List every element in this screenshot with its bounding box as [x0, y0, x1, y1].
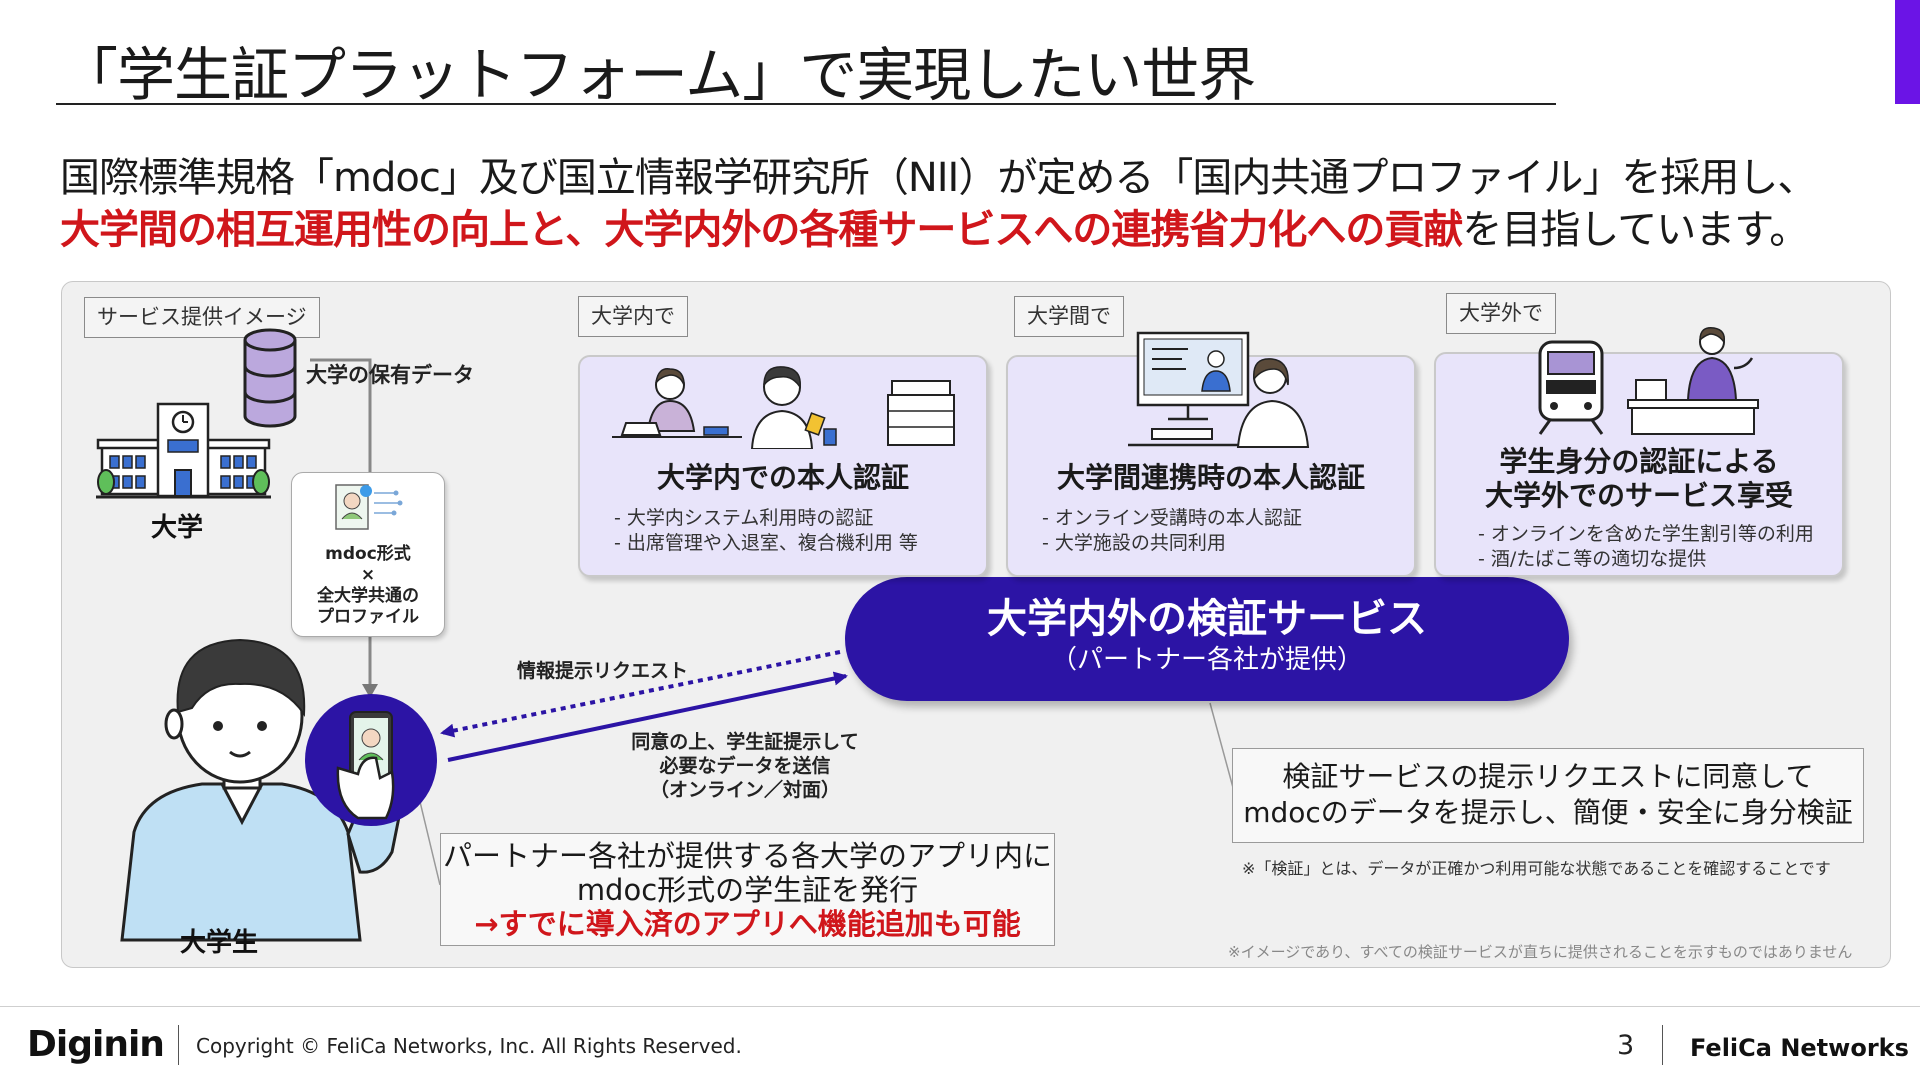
- online-lecture-icon: [1128, 331, 1310, 448]
- mdoc-card-line-2: ×: [360, 565, 376, 585]
- mdoc-card-line-1: mdoc形式: [325, 544, 411, 564]
- consent-line-1: 同意の上、学生証提示して: [631, 731, 859, 753]
- verify-note: 検証サービスの提示リクエストに同意して mdocのデータを提示し、簡便・安全に身…: [1232, 748, 1864, 843]
- footer-divider: [0, 1006, 1920, 1007]
- app-note-line-3: →すでに導入済のアプリへ機能追加も可能: [474, 907, 1021, 941]
- scene-card-on-campus-title: 大学内での本人認証: [656, 461, 909, 494]
- consent-label: 同意の上、学生証提示して 必要なデータを送信 （オンライン／対面）: [610, 730, 880, 802]
- scene-card-off-campus-title-line-1: 学生身分の認証による: [1499, 445, 1779, 478]
- verify-note-line-2: mdocのデータを提示し、簡便・安全に身分検証: [1243, 796, 1853, 829]
- verify-note-pointer: [1209, 702, 1236, 796]
- scene-bullet: - オンラインを含めた学生割引等の利用: [1478, 523, 1814, 545]
- footnote-image: ※イメージであり、すべての検証サービスが直ちに提供されることを示すものではありま…: [1228, 943, 1853, 961]
- tag-on-campus: 大学内で: [578, 296, 688, 337]
- train-and-shop-icon: [1538, 327, 1759, 435]
- id-card-icon: [335, 484, 403, 530]
- lead-text: 国際標準規格「mdoc」及び国立情報学研究所（NII）が定める「国内共通プロファ…: [60, 152, 1817, 256]
- footnote-verify: ※「検証」とは、データが正確かつ利用可能な状態であることを確認することです: [1242, 859, 1831, 878]
- scene-card-off-campus-title-line-2: 大学外でのサービス享受: [1484, 479, 1793, 512]
- footer-separator: [178, 1025, 179, 1065]
- university-label: 大学: [151, 513, 204, 543]
- verification-service-title: 大学内外の検証サービス: [987, 596, 1427, 642]
- university-building-icon: [96, 402, 271, 499]
- database-icon: [243, 328, 297, 428]
- student-icon: [120, 638, 410, 942]
- page-number: 3: [1617, 1030, 1635, 1061]
- app-note: パートナー各社が提供する各大学のアプリ内に mdoc形式の学生証を発行 →すでに…: [440, 833, 1055, 946]
- copyright-text: Copyright © FeliCa Networks, Inc. All Ri…: [196, 1034, 742, 1058]
- app-note-line-1: パートナー各社が提供する各大学のアプリ内に: [442, 839, 1052, 873]
- scene-card-on-campus: 大学内での本人認証 - 大学内システム利用時の認証 - 出席管理や入退室、複合機…: [578, 355, 988, 577]
- scene-card-inter-university-bullets: - オンライン受講時の本人認証 - 大学施設の共同利用: [1042, 506, 1302, 556]
- smartphone-icon: [336, 711, 395, 820]
- tag-inter-university: 大学間で: [1014, 296, 1124, 337]
- lead-emphasis: 大学間の相互運用性の向上と、大学内外の各種サービスへの連携省力化への貢献: [60, 207, 1463, 253]
- mdoc-card: mdoc形式 × 全大学共通の プロファイル: [291, 472, 445, 637]
- page-title: 「学生証プラットフォーム」で実現したい世界: [60, 41, 1256, 109]
- consent-line-2: 必要なデータを送信: [659, 755, 831, 777]
- service-image-tag: サービス提供イメージ: [84, 297, 320, 338]
- diginin-logo: Diginin: [27, 1024, 165, 1065]
- data-flow-arrowhead: [362, 684, 378, 698]
- app-note-line-2: mdoc形式の学生証を発行: [576, 873, 919, 907]
- tag-off-campus: 大学外で: [1446, 293, 1556, 334]
- request-arrow: [440, 650, 841, 738]
- request-label: 情報提示リクエスト: [517, 660, 689, 682]
- scene-bullet: - 出席管理や入退室、複合機利用 等: [614, 532, 918, 554]
- student-label: 大学生: [180, 928, 259, 958]
- felica-networks-logo: FeliCa Networks: [1690, 1034, 1909, 1062]
- scene-card-off-campus: 学生身分の認証による 大学外でのサービス享受 - オンラインを含めた学生割引等の…: [1434, 327, 1844, 577]
- verify-note-line-1: 検証サービスの提示リクエストに同意して: [1282, 760, 1814, 793]
- mdoc-card-text: mdoc形式 × 全大学共通の プロファイル: [292, 544, 444, 628]
- verification-service-subtitle: （パートナー各社が提供）: [1050, 645, 1363, 675]
- lead-line-2-rest: を目指しています。: [1462, 207, 1809, 253]
- response-arrow: [447, 671, 848, 762]
- scene-bullet: - 大学内システム利用時の認証: [614, 507, 874, 529]
- office-workers-icon: [612, 366, 955, 449]
- data-label: 大学の保有データ: [306, 363, 474, 387]
- mdoc-card-line-4: プロファイル: [317, 607, 419, 627]
- scene-bullet: - オンライン受講時の本人認証: [1042, 507, 1302, 529]
- scene-card-off-campus-bullets: - オンラインを含めた学生割引等の利用 - 酒/たばこ等の適切な提供: [1478, 522, 1814, 572]
- title-divider: [56, 103, 1556, 105]
- lead-line-1: 国際標準規格「mdoc」及び国立情報学研究所（NII）が定める「国内共通プロファ…: [60, 155, 1817, 201]
- verification-service: 大学内外の検証サービス （パートナー各社が提供）: [845, 577, 1569, 701]
- footer-separator: [1662, 1025, 1663, 1065]
- mdoc-card-line-3: 全大学共通の: [317, 586, 419, 606]
- scene-bullet: - 酒/たばこ等の適切な提供: [1478, 548, 1707, 570]
- scene-card-inter-university-title: 大学間連携時の本人認証: [1056, 461, 1365, 494]
- scene-card-on-campus-bullets: - 大学内システム利用時の認証 - 出席管理や入退室、複合機利用 等: [614, 506, 918, 556]
- accent-bar: [1895, 0, 1920, 104]
- scene-card-off-campus-title: 学生身分の認証による 大学外でのサービス享受: [1436, 445, 1842, 513]
- scene-card-inter-university: 大学間連携時の本人認証 - オンライン受講時の本人認証 - 大学施設の共同利用: [1006, 331, 1416, 577]
- scene-bullet: - 大学施設の共同利用: [1042, 532, 1226, 554]
- consent-line-3: （オンライン／対面）: [649, 779, 840, 801]
- lead-line-2: 大学間の相互運用性の向上と、大学内外の各種サービスへの連携省力化への貢献を目指し…: [60, 204, 1816, 256]
